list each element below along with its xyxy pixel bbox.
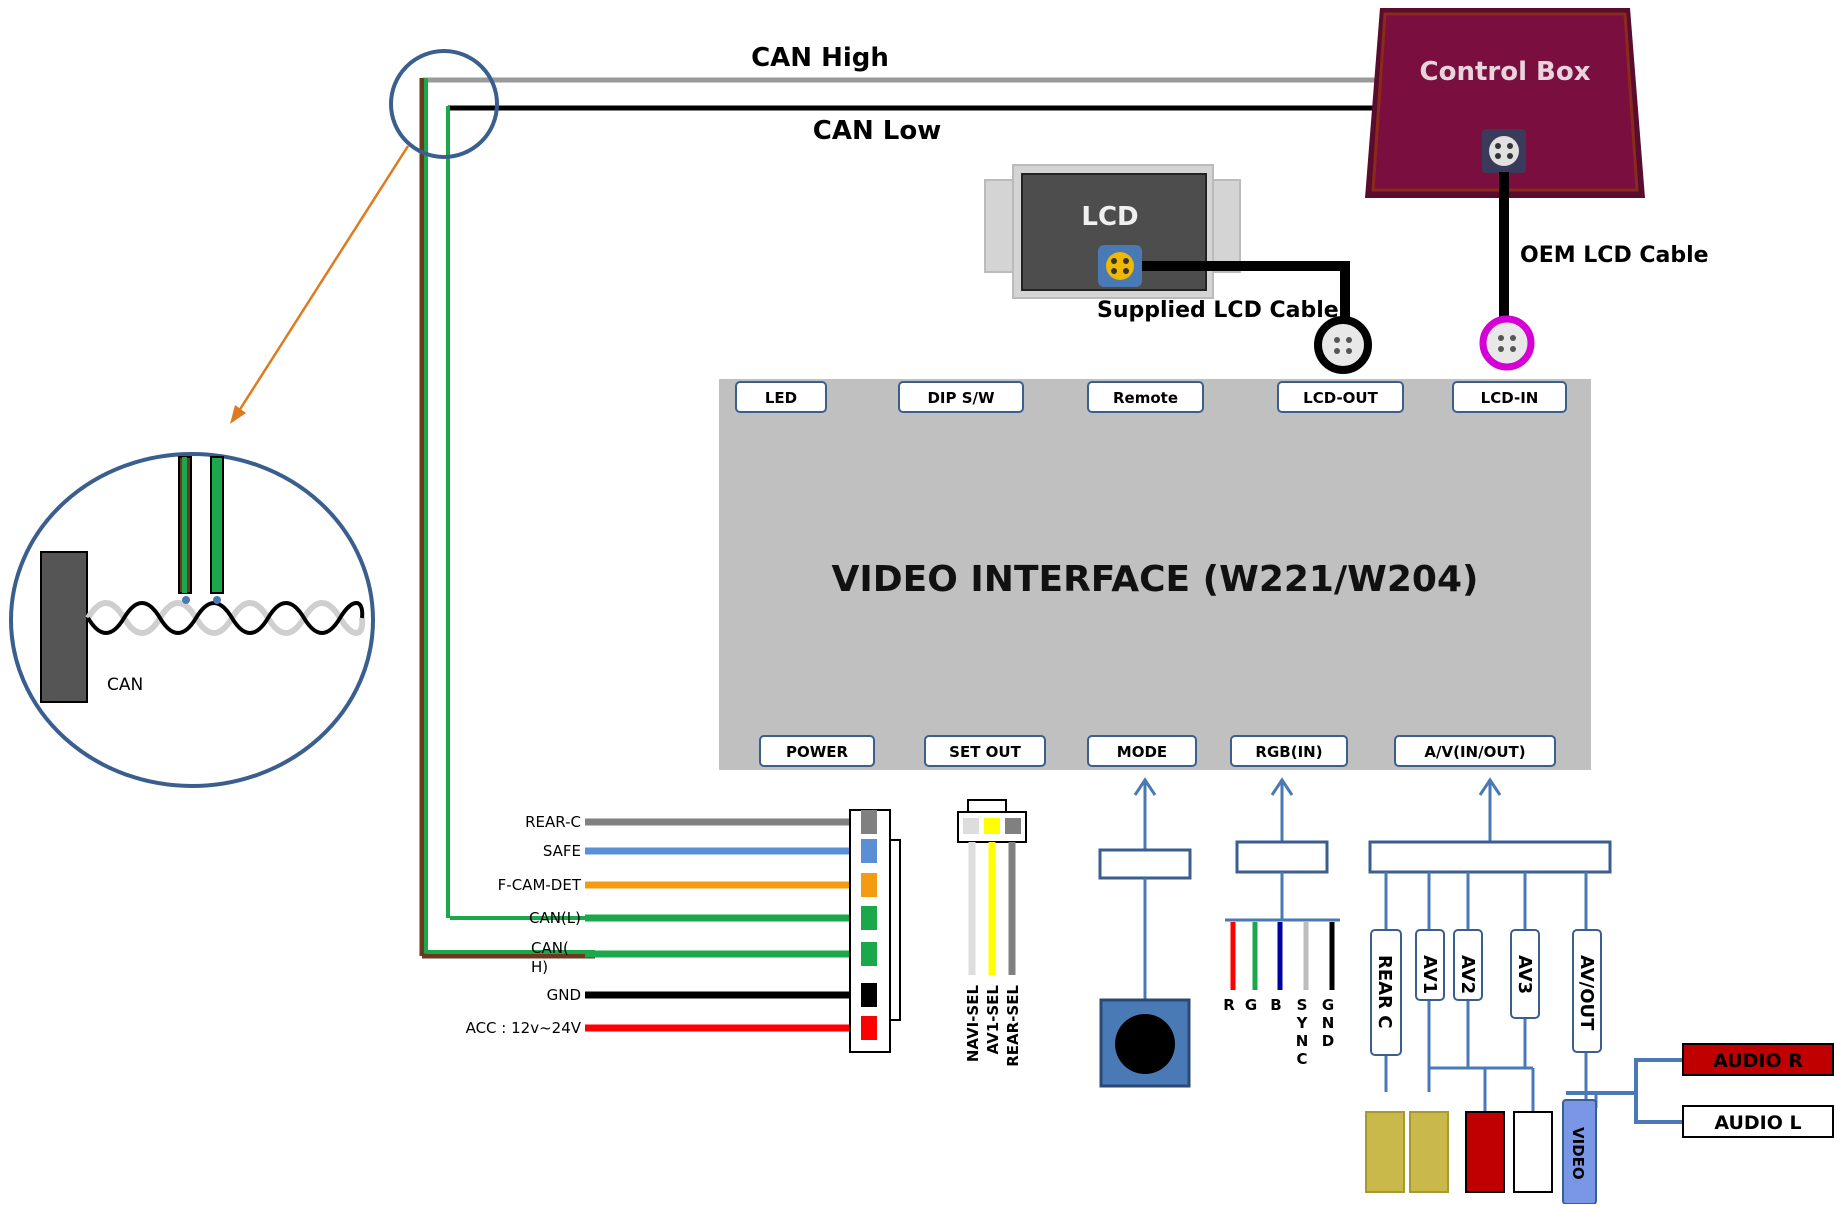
- lcd-out-plug: [1314, 316, 1372, 374]
- can-bus: [419, 77, 1385, 959]
- can-high-label: CAN High: [751, 43, 889, 73]
- port-mode: MODE: [1087, 735, 1197, 767]
- rgb-wire-label: B: [1270, 996, 1281, 1014]
- setout-wire-label: AV1-SEL: [984, 985, 1002, 1055]
- mode-button[interactable]: [1099, 998, 1191, 1088]
- port-label: MODE: [1117, 743, 1167, 761]
- port-dip-s-w: DIP S/W: [898, 381, 1024, 413]
- supplied-lcd-cable: [1142, 261, 1350, 318]
- av-tab-label: AV2: [1457, 955, 1478, 994]
- av-tab-av3: AV3: [1510, 929, 1540, 1019]
- bottom-port-group: POWER SET OUT MODE RGB(IN) A/V(IN/OUT): [759, 735, 1556, 767]
- audio-r-label: AUDIO R: [1713, 1050, 1803, 1072]
- av-tab-label: AV3: [1514, 955, 1535, 994]
- audio-r-box: [1682, 1043, 1834, 1076]
- port-label: SET OUT: [949, 743, 1021, 761]
- rgb-wire-label: R: [1223, 996, 1235, 1014]
- power-connector: [849, 809, 901, 1053]
- power-pin: [861, 873, 877, 897]
- audio-l-label: AUDIO L: [1714, 1112, 1801, 1134]
- port-label: LED: [765, 389, 797, 407]
- av-tab-rear-c: REAR C: [1370, 929, 1402, 1056]
- av-tab-av2: AV2: [1453, 929, 1483, 1001]
- power-pin: [861, 942, 877, 966]
- video-interface-module: [719, 379, 1591, 770]
- power-pin: [861, 906, 877, 930]
- power-pin: [861, 810, 877, 834]
- control-box-label: Control Box: [1420, 57, 1591, 87]
- power-pin: [861, 839, 877, 863]
- power-harness: REAR-C SAFE F-CAM-DET CAN(L) CAN(H) GND ACC : …: [466, 813, 850, 1037]
- av-harness: [1368, 777, 1613, 1112]
- rgb-wire-label: G: [1245, 996, 1257, 1014]
- oem-lcd-cable-label: OEM LCD Cable: [1520, 243, 1709, 268]
- rgb-harness: [1225, 777, 1340, 922]
- port-rgb-in: RGB(IN): [1230, 735, 1348, 767]
- av-tab-av-out: AV/OUT: [1572, 929, 1602, 1053]
- lcd-label: LCD: [1081, 202, 1138, 232]
- power-wire-label: GND: [547, 986, 581, 1004]
- port-label: RGB(IN): [1255, 743, 1322, 761]
- power-pin: [861, 1016, 877, 1040]
- can-detail-label: CAN: [107, 675, 143, 695]
- av1-plug: [1409, 1111, 1449, 1193]
- audio-l-box: [1682, 1105, 1834, 1138]
- port-label: DIP S/W: [927, 389, 995, 407]
- port-remote: Remote: [1087, 381, 1204, 413]
- detail-arrow: [235, 145, 410, 415]
- lcd-in-plug: [1479, 315, 1535, 371]
- power-wire-label: REAR-C: [525, 813, 581, 831]
- port-set-out: SET OUT: [924, 735, 1046, 767]
- rear-c-plug: [1365, 1111, 1405, 1193]
- setout-wire-label: NAVI-SEL: [964, 985, 982, 1063]
- detail-arrow-head: [230, 405, 246, 424]
- port-label: LCD-OUT: [1303, 389, 1378, 407]
- port-a-v-in-out: A/V(IN/OUT): [1394, 735, 1556, 767]
- control-box: [1365, 8, 1645, 198]
- setout-connector: [957, 799, 1027, 843]
- audio-l-plug: [1513, 1111, 1553, 1193]
- port-led: LED: [735, 381, 827, 413]
- audio-r-plug: [1465, 1111, 1505, 1193]
- port-lcd-in: LCD-IN: [1452, 381, 1567, 413]
- can-detail: [9, 452, 375, 788]
- av-tab-label: AV1: [1419, 955, 1440, 994]
- port-label: Remote: [1113, 389, 1178, 407]
- power-wire-label: CAN(L): [529, 909, 581, 927]
- av-tab-av1: AV1: [1415, 929, 1445, 1001]
- can-tap-circle: [389, 49, 499, 159]
- power-wire-label-cont: H): [531, 958, 548, 976]
- supplied-lcd-cable-label: Supplied LCD Cable: [1097, 298, 1339, 323]
- port-label: A/V(IN/OUT): [1424, 743, 1525, 761]
- av-tab-group: REAR C AV1 AV2 AV3 AV/OUT: [1370, 929, 1602, 1056]
- port-label: LCD-IN: [1481, 389, 1539, 407]
- top-port-group: LED DIP S/W Remote LCD-OUT LCD-IN: [735, 381, 1567, 413]
- audio-bracket: [1613, 1058, 1683, 1124]
- port-power: POWER: [759, 735, 875, 767]
- video-label: VIDEO: [1569, 1127, 1587, 1180]
- port-lcd-out: LCD-OUT: [1277, 381, 1404, 413]
- power-wire-label: ACC : 12v~24V: [466, 1019, 582, 1037]
- av-tab-label: AV/OUT: [1576, 955, 1597, 1031]
- power-pin: [861, 983, 877, 1007]
- mode-harness: [1098, 777, 1192, 1000]
- power-wire-label: F-CAM-DET: [498, 876, 582, 894]
- can-low-label: CAN Low: [813, 116, 941, 146]
- port-label: POWER: [786, 743, 849, 761]
- module-title: VIDEO INTERFACE (W221/W204): [832, 559, 1479, 600]
- power-connector-pins: [861, 810, 877, 1040]
- av-tab-label: REAR C: [1374, 955, 1395, 1028]
- setout-wire-label: REAR-SEL: [1004, 985, 1022, 1067]
- power-wire-label: CAN(: [531, 939, 569, 957]
- power-wire-label: SAFE: [543, 842, 581, 860]
